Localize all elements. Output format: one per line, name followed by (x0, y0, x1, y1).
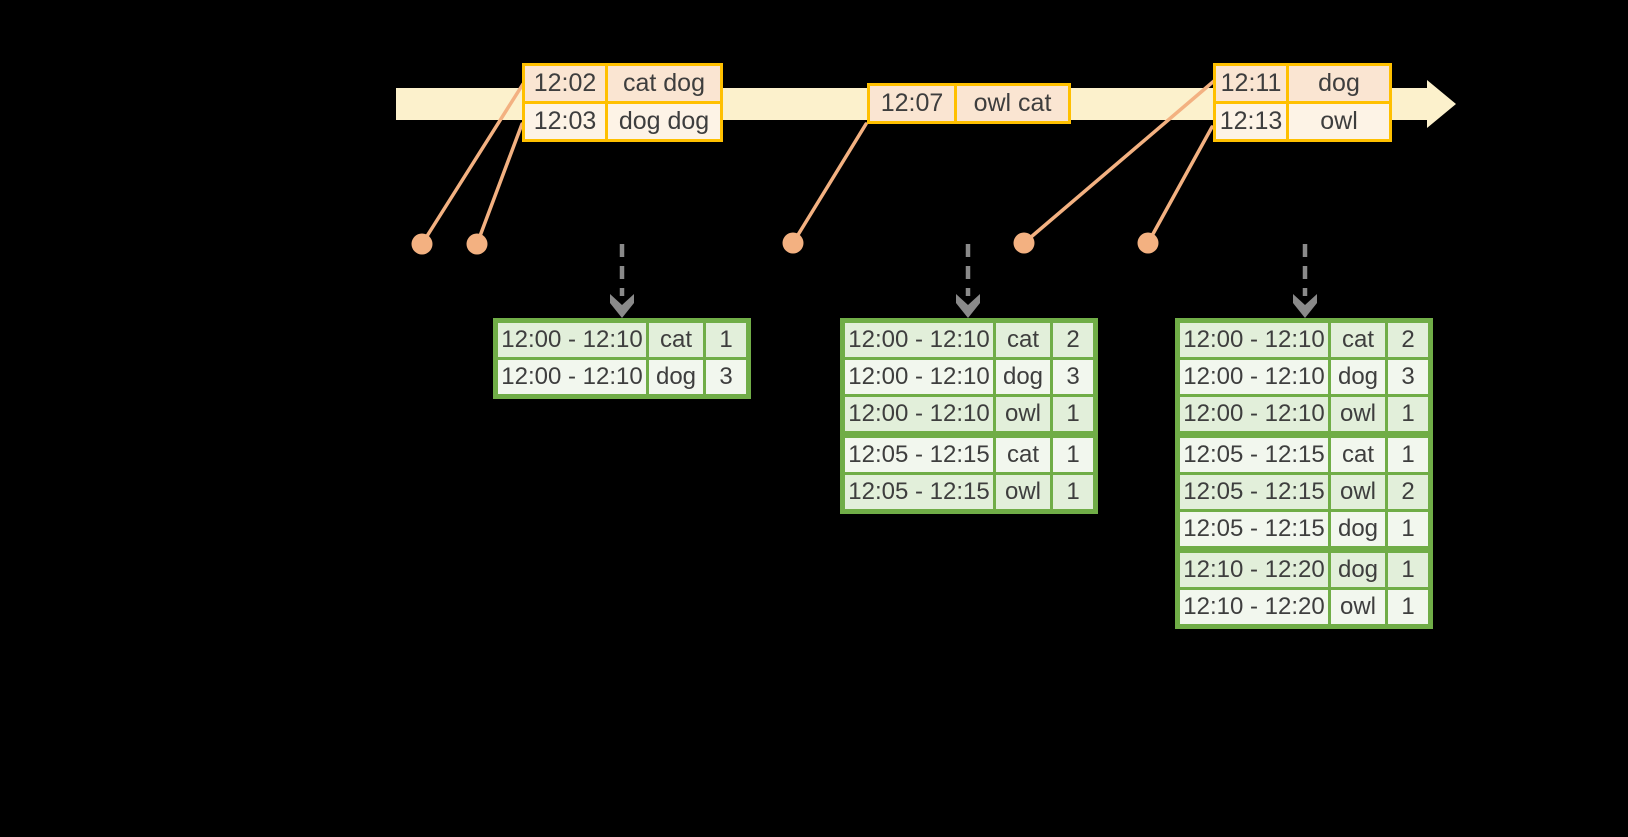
count-cell: 3 (1053, 360, 1093, 394)
connector-line (475, 122, 524, 246)
count-cell: 1 (1053, 475, 1093, 509)
count-cell: 1 (1388, 512, 1428, 546)
event-words-cell: dog dog (608, 104, 720, 139)
result-row: 12:00 - 12:10 owl 1 (1180, 397, 1428, 431)
result-row: 12:00 - 12:10 dog 3 (498, 360, 746, 394)
result-row: 12:00 - 12:10 dog 3 (1180, 360, 1428, 394)
count-cell: 1 (1388, 590, 1428, 624)
count-cell: 1 (1053, 397, 1093, 431)
result-table-1: 12:00 - 12:10 cat 1 12:00 - 12:10 dog 3 (493, 318, 751, 399)
window-cell: 12:05 - 12:15 (1180, 438, 1328, 472)
count-cell: 1 (1388, 397, 1428, 431)
result-row: 12:05 - 12:15 owl 2 (1180, 475, 1428, 509)
event-time-cell: 12:03 (525, 104, 605, 139)
result-row: 12:05 - 12:15 cat 1 (845, 438, 1093, 472)
trigger-arrowheads (610, 294, 1317, 318)
count-cell: 2 (1053, 323, 1093, 357)
count-cell: 2 (1388, 323, 1428, 357)
window-cell: 12:00 - 12:10 (498, 360, 646, 394)
count-cell: 1 (1388, 553, 1428, 587)
trigger-arrows (619, 244, 1308, 296)
count-cell: 1 (706, 323, 746, 357)
result-row: 12:00 - 12:10 owl 1 (845, 397, 1093, 431)
word-cell: dog (996, 360, 1050, 394)
result-row: 12:00 - 12:10 cat 2 (1180, 323, 1428, 357)
word-cell: owl (1331, 475, 1385, 509)
window-cell: 12:00 - 12:10 (1180, 360, 1328, 394)
result-row: 12:00 - 12:10 dog 3 (845, 360, 1093, 394)
result-row: 12:00 - 12:10 cat 1 (498, 323, 746, 357)
word-cell: cat (1331, 323, 1385, 357)
count-cell: 2 (1388, 475, 1428, 509)
word-cell: cat (649, 323, 703, 357)
count-cell: 1 (1053, 438, 1093, 472)
word-cell: dog (1331, 553, 1385, 587)
word-cell: owl (996, 475, 1050, 509)
count-cell: 1 (1388, 438, 1428, 472)
result-table-2: 12:00 - 12:10 cat 2 12:00 - 12:10 dog 3 … (840, 318, 1098, 514)
word-cell: cat (1331, 438, 1385, 472)
event-time-cell: 12:11 (1216, 66, 1286, 101)
event-dot-icon (1137, 232, 1159, 254)
result-row: 12:05 - 12:15 dog 1 (1180, 512, 1428, 546)
window-cell: 12:05 - 12:15 (845, 438, 993, 472)
event-row: 12:11 dog (1216, 66, 1389, 101)
event-dot-icon (1013, 232, 1035, 254)
event-dot-icon (782, 232, 804, 254)
word-cell: dog (649, 360, 703, 394)
event-time-cell: 12:02 (525, 66, 605, 101)
event-time-cell: 12:07 (870, 86, 954, 121)
event-dot-icon (411, 233, 433, 255)
connector-line (791, 122, 868, 245)
event-dot-icon (466, 233, 488, 255)
window-cell: 12:05 - 12:15 (845, 475, 993, 509)
result-row: 12:10 - 12:20 owl 1 (1180, 590, 1428, 624)
count-cell: 3 (706, 360, 746, 394)
event-table-3: 12:11 dog 12:13 owl (1213, 63, 1392, 142)
event-dots (411, 232, 1159, 255)
word-cell: owl (1331, 397, 1385, 431)
result-row: 12:10 - 12:20 dog 1 (1180, 553, 1428, 587)
word-cell: cat (996, 438, 1050, 472)
event-words-cell: owl cat (957, 86, 1068, 121)
trigger-down-arrow-icon (1293, 294, 1317, 318)
result-row: 12:05 - 12:15 cat 1 (1180, 438, 1428, 472)
result-table-3: 12:00 - 12:10 cat 2 12:00 - 12:10 dog 3 … (1175, 318, 1433, 629)
word-cell: owl (996, 397, 1050, 431)
connector-line (1022, 79, 1216, 245)
window-cell: 12:05 - 12:15 (1180, 512, 1328, 546)
window-cell: 12:00 - 12:10 (498, 323, 646, 357)
event-time-cell: 12:13 (1216, 104, 1286, 139)
trigger-down-arrow-icon (610, 294, 634, 318)
event-row: 12:03 dog dog (525, 104, 720, 139)
window-cell: 12:05 - 12:15 (1180, 475, 1328, 509)
word-cell: cat (996, 323, 1050, 357)
window-cell: 12:00 - 12:10 (1180, 397, 1328, 431)
window-cell: 12:00 - 12:10 (845, 360, 993, 394)
window-cell: 12:10 - 12:20 (1180, 590, 1328, 624)
word-cell: dog (1331, 512, 1385, 546)
result-row: 12:05 - 12:15 owl 1 (845, 475, 1093, 509)
count-cell: 3 (1388, 360, 1428, 394)
event-table-2: 12:07 owl cat (867, 83, 1071, 124)
event-words-cell: owl (1289, 104, 1389, 139)
word-cell: dog (1331, 360, 1385, 394)
window-cell: 12:00 - 12:10 (1180, 323, 1328, 357)
connector-lines (420, 79, 1216, 246)
event-words-cell: cat dog (608, 66, 720, 101)
word-cell: owl (1331, 590, 1385, 624)
event-words-cell: dog (1289, 66, 1389, 101)
result-row: 12:00 - 12:10 cat 2 (845, 323, 1093, 357)
event-table-1: 12:02 cat dog 12:03 dog dog (522, 63, 723, 142)
event-row: 12:13 owl (1216, 104, 1389, 139)
window-cell: 12:10 - 12:20 (1180, 553, 1328, 587)
connector-line (1146, 125, 1214, 245)
event-row: 12:07 owl cat (870, 86, 1068, 121)
window-cell: 12:00 - 12:10 (845, 397, 993, 431)
event-row: 12:02 cat dog (525, 66, 720, 101)
trigger-down-arrow-icon (956, 294, 980, 318)
window-cell: 12:00 - 12:10 (845, 323, 993, 357)
connector-line (420, 82, 525, 246)
